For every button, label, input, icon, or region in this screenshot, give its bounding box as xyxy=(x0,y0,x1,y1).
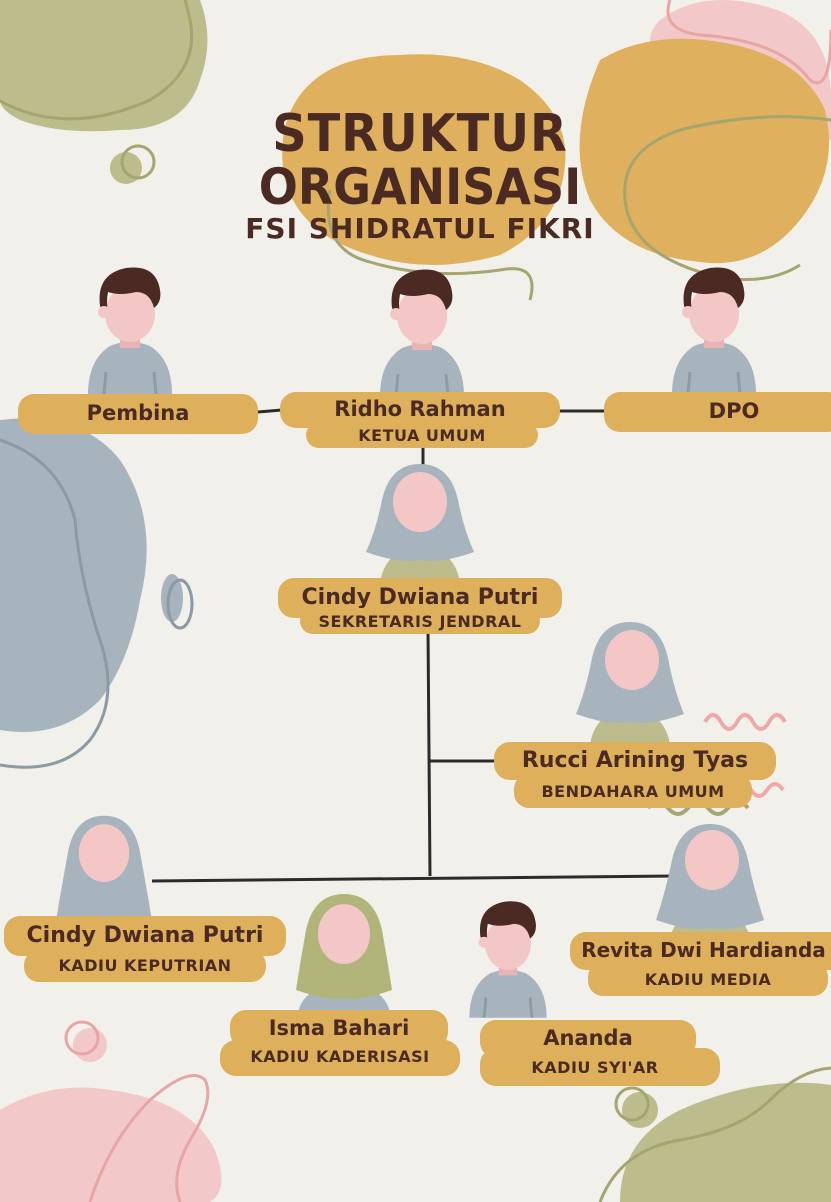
pink-ring-small xyxy=(64,1020,100,1056)
mustard-blob-right xyxy=(579,38,830,264)
hijab-avatar-icon xyxy=(296,894,392,1014)
hijab-avatar-icon xyxy=(656,824,764,938)
node-role: SEKRETARIS JENDRAL xyxy=(318,612,522,631)
node-keputrian-role: KADIU KEPUTRIAN xyxy=(24,950,266,982)
pink-squiggle xyxy=(703,713,787,731)
node-pembina: Pembina xyxy=(18,394,258,434)
node-name: Isma Bahari xyxy=(268,1016,410,1040)
slate-ellipse-small xyxy=(161,574,183,622)
line-trunk xyxy=(426,629,432,877)
olive-ring-bottom xyxy=(614,1086,650,1122)
olive-ring-small xyxy=(120,144,156,180)
hijab-avatar-icon xyxy=(366,464,474,582)
line-horizontal-bottom xyxy=(151,874,677,883)
node-media-role: KADIU MEDIA xyxy=(588,962,828,996)
node-kadiu-keputrian: Cindy Dwiana Putri xyxy=(4,916,286,956)
node-name: DPO xyxy=(708,399,760,423)
male-avatar-icon xyxy=(88,267,172,394)
pink-outline-bottom-left xyxy=(88,1074,210,1202)
slate-ring-small xyxy=(166,578,194,630)
node-ketua-role: KETUA UMUM xyxy=(306,422,538,448)
olive-outline-bottom-right xyxy=(598,1066,831,1202)
mustard-blob-title xyxy=(282,54,566,266)
node-role: KADIU KADERISASI xyxy=(250,1047,430,1066)
pink-blob-bottom-left xyxy=(0,1087,222,1202)
male-avatar-icon xyxy=(380,269,464,396)
slate-outline-left xyxy=(0,438,110,769)
hijab-avatar-icon xyxy=(55,815,153,924)
node-dpo: DPO xyxy=(604,392,831,432)
male-avatar-icon xyxy=(469,901,547,1018)
node-role: KETUA UMUM xyxy=(358,426,486,445)
node-kaderisasi-role: KADIU KADERISASI xyxy=(220,1040,460,1076)
node-name: Ananda xyxy=(543,1026,633,1050)
olive-outline-top-left xyxy=(0,0,194,121)
hijab-avatar-icon xyxy=(576,622,684,744)
title-line-2: ORGANISASI xyxy=(258,158,582,216)
connector-lines xyxy=(151,408,677,883)
node-name: Cindy Dwiana Putri xyxy=(26,923,264,948)
node-bendahara-role: BENDAHARA UMUM xyxy=(514,774,752,808)
node-sekjen-role: SEKRETARIS JENDRAL xyxy=(300,608,540,634)
olive-circle-bottom xyxy=(622,1092,658,1128)
node-role: KADIU MEDIA xyxy=(644,970,772,989)
node-name: Rucci Arining Tyas xyxy=(521,748,749,773)
male-avatar-icon xyxy=(672,267,756,394)
slate-blob-left xyxy=(0,418,147,732)
title-line-1: STRUKTUR xyxy=(272,104,568,164)
node-role: KADIU KEPUTRIAN xyxy=(58,956,232,975)
node-name: Revita Dwi Hardianda xyxy=(581,938,826,962)
node-name: Ridho Rahman xyxy=(334,397,506,421)
line-pembina-ketua xyxy=(257,408,283,414)
node-bendahara-umum: Rucci Arining Tyas xyxy=(494,742,776,780)
node-name: Cindy Dwiana Putri xyxy=(301,585,539,610)
olive-blob-top-left xyxy=(0,0,208,132)
node-role: KADIU SYI'AR xyxy=(531,1058,659,1077)
node-name: Pembina xyxy=(86,401,190,425)
pink-circle-small xyxy=(73,1028,107,1062)
node-syiar-role: KADIU SYI'AR xyxy=(480,1048,720,1086)
pink-outline-top-right xyxy=(666,0,831,85)
olive-blob-bottom-right xyxy=(620,1082,831,1202)
subtitle: FSI SHIDRATUL FIKRI xyxy=(245,212,595,245)
node-role: BENDAHARA UMUM xyxy=(541,782,725,801)
